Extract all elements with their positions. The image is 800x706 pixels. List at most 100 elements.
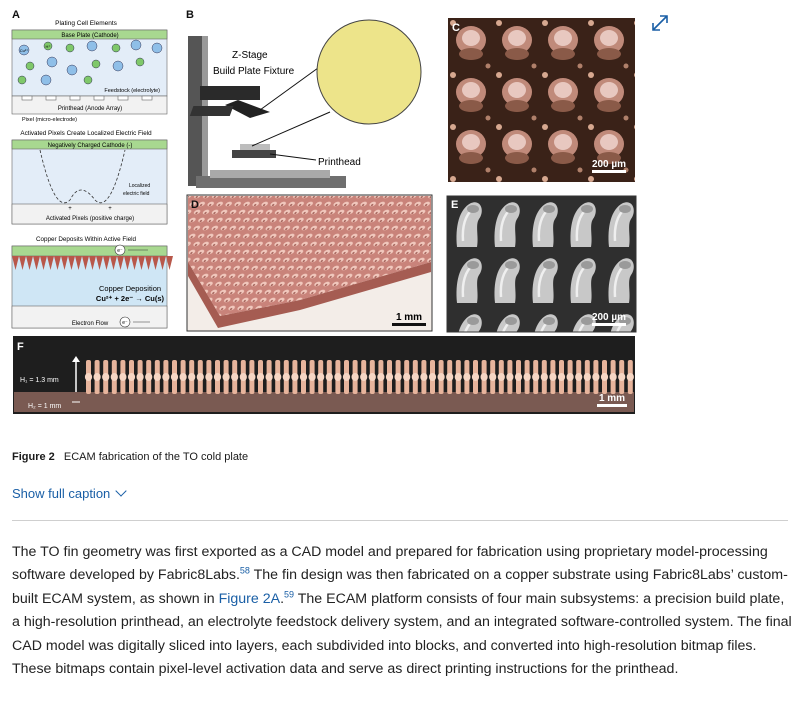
zstage-label: Z-Stage (232, 50, 268, 61)
fin-bulge (618, 373, 626, 381)
fin-bulge (102, 373, 110, 381)
printhead-label: Printhead (Anode Array) (58, 106, 122, 112)
h1-label: H₁ = 1.3 mm (20, 377, 59, 384)
electron-flow-label: Electron Flow (72, 321, 109, 327)
fin-bulge (377, 373, 385, 381)
show-full-caption-label: Show full caption (12, 486, 111, 501)
fin-bulge (514, 373, 523, 381)
figure-caption: Figure 2 ECAM fabrication of the TO cold… (12, 451, 248, 463)
fixture-label: Build Plate Fixture (213, 66, 295, 77)
field-title: Activated Pixels Create Localized Electr… (20, 130, 152, 137)
panel-b-label: B (186, 9, 194, 21)
fin-bulge (299, 373, 308, 381)
panel-b: B Z-Stage Build Plate Fixture Printhead (186, 9, 459, 188)
paragraph-text: The TO fin geometry was first exported a… (12, 544, 768, 584)
fin-bulge (351, 373, 359, 381)
localized-label: Localized (129, 183, 150, 189)
plating-title: Plating Cell Elements (55, 20, 118, 27)
fin-bulge (471, 373, 480, 381)
paragraph-text: The fin design was then fabricated on a … (12, 567, 788, 607)
fin-bulge (480, 373, 488, 381)
plus-sign: + (68, 206, 72, 212)
fin-bulge (179, 373, 187, 381)
show-full-caption-button[interactable]: Show full caption (12, 485, 127, 501)
fin-bulge (360, 373, 368, 381)
fin-bulge (145, 373, 153, 381)
fin-bulge (248, 373, 256, 381)
fin-bulge (308, 373, 316, 381)
chevron-down-icon (115, 485, 127, 497)
fin-bulge (84, 373, 93, 381)
fin-bulge (256, 373, 265, 381)
fin-bulge (334, 373, 342, 381)
fin-bulge (368, 373, 376, 381)
fin-bulge (549, 373, 557, 381)
fin-bulge (231, 373, 239, 381)
panel-c-scale: 200 µm (592, 159, 626, 170)
expand-figure-icon[interactable] (650, 13, 670, 33)
fin-bulge (523, 373, 531, 381)
fin-bulge (575, 373, 583, 381)
fin-bulge (420, 373, 428, 381)
fin-bulge (153, 373, 161, 381)
panel-c: C 200 µm (448, 18, 635, 182)
figure-2a-link[interactable]: Figure 2A (218, 590, 281, 607)
figure-2: A Plating Cell Elements Base Plate (Cath… (11, 9, 637, 414)
fin-bulge (600, 373, 609, 381)
fin-bulge (342, 373, 351, 381)
plus-sign: + (108, 206, 112, 212)
panel-e-scale: 200 µm (592, 312, 626, 323)
reference-58-link[interactable]: 58 (239, 565, 250, 576)
figure-caption-text: ECAM fabrication of the TO cold plate (63, 451, 249, 463)
fin-bulge (170, 373, 179, 381)
fin-bulge (282, 373, 290, 381)
fin-bulge (93, 373, 101, 381)
h2-label: H₂ = 1 mm (28, 403, 61, 410)
fin-bulge (403, 373, 411, 381)
panel-d: D 1 mm (186, 194, 433, 332)
fin-bulge (239, 373, 247, 381)
fin-bulge (463, 373, 471, 381)
panel-d-scale: 1 mm (396, 312, 422, 323)
fin-bulge (557, 373, 566, 381)
fin-bulge (213, 373, 222, 381)
fin-bulge (110, 373, 118, 381)
reference-59-link[interactable]: 59 (284, 589, 295, 600)
deposit-title: Copper Deposits Within Active Field (36, 236, 137, 243)
figure-label: Figure 2 (12, 451, 55, 463)
activated-label: Activated Pixels (positive charge) (46, 216, 134, 222)
fin-bulge (592, 373, 600, 381)
deposition-label: Copper Deposition (99, 284, 161, 293)
fin-bulge (274, 373, 282, 381)
fin-bulge (127, 373, 136, 381)
fin-bulge (119, 373, 127, 381)
fin-row (84, 360, 634, 394)
equation-label: Cu²⁺ + 2e⁻ → Cu(s) (96, 294, 165, 303)
ion-field: Cu²⁺ H⁺ (17, 39, 163, 86)
electron-top: e⁻ (117, 248, 123, 254)
electron-bottom: e⁻ (122, 320, 128, 326)
panel-a: A Plating Cell Elements Base Plate (Cath… (11, 9, 173, 329)
fin-bulge (196, 373, 204, 381)
fin-bulge (222, 373, 230, 381)
printhead-b-label: Printhead (318, 157, 361, 168)
fin-bulge (291, 373, 299, 381)
fin-bulge (265, 373, 273, 381)
cathode-label: Negatively Charged Cathode (-) (48, 143, 133, 149)
paragraph-text: The ECAM platform consists of four main … (12, 590, 792, 678)
fin-bulge (325, 373, 333, 381)
fin-bulge (489, 373, 497, 381)
fin-bulge (532, 373, 540, 381)
divider (12, 520, 788, 521)
panel-f-label: F (17, 341, 24, 353)
fin-bulge (136, 373, 144, 381)
panel-f-scale: 1 mm (599, 393, 625, 404)
copper-deposits (12, 256, 173, 270)
fin-bulge (497, 373, 505, 381)
fin-bulge (583, 373, 591, 381)
fin-bulge (205, 373, 213, 381)
panel-e-label: E (451, 199, 458, 211)
fin-bulge (162, 373, 170, 381)
base-plate-label: Base Plate (Cathode) (61, 33, 118, 39)
fin-bulge (394, 373, 402, 381)
